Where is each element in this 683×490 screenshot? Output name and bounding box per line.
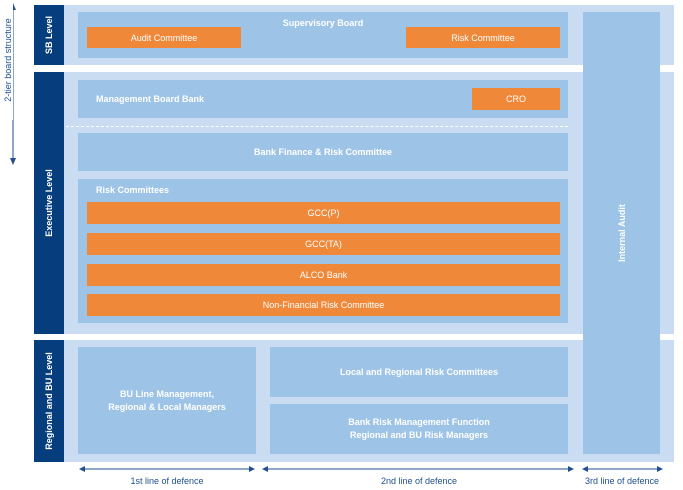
local-regional-risk-committees: Local and Regional Risk Committees	[270, 347, 568, 397]
internal-audit: Internal Audit	[583, 12, 660, 454]
first-line-of-defence: 1st line of defence	[130, 476, 204, 486]
two-tier-label: 2-tier board structure	[3, 0, 13, 120]
supervisory-board-title: Supervisory Board	[282, 18, 364, 28]
audit-committee: Audit Committee	[87, 27, 241, 48]
third-line-of-defence: 3rd line of defence	[584, 476, 660, 486]
risk-committees-title: Risk Committees	[96, 185, 170, 195]
bank-risk-management-function: Bank Risk Management Function Regional a…	[270, 404, 568, 454]
cro-box: CRO	[472, 88, 560, 110]
risk-committee-item: ALCO Bank	[87, 264, 560, 286]
defence-arrows	[79, 466, 663, 472]
risk-committee-item: Non-Financial Risk Committee	[87, 294, 560, 316]
bu-line-management: BU Line Management, Regional & Local Man…	[78, 347, 256, 454]
risk-committee-item: GCC(P)	[87, 202, 560, 224]
bank-finance-risk-committee: Bank Finance & Risk Committee	[78, 133, 568, 171]
regional-level-label: Regional and BU Level	[34, 340, 64, 462]
dashed-divider	[66, 126, 568, 127]
sb-level-label: SB Level	[34, 5, 64, 65]
risk-committee-item: GCC(TA)	[87, 233, 560, 255]
risk-committee: Risk Committee	[406, 27, 560, 48]
executive-level-label: Executive Level	[34, 72, 64, 334]
second-line-of-defence: 2nd line of defence	[380, 476, 458, 486]
management-board-title: Management Board Bank	[96, 94, 205, 104]
